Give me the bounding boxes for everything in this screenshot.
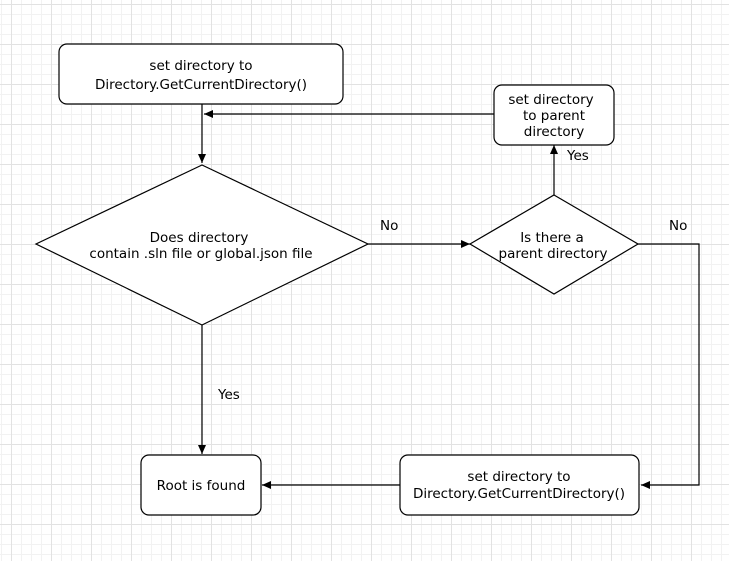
- set-current-node: [399, 454, 640, 516]
- decision-sln-line1: Does directory: [150, 230, 249, 246]
- set-parent-line2: to parent: [523, 108, 585, 124]
- set-parent-node: [493, 84, 615, 146]
- edge-label-sln-no: No: [380, 218, 398, 234]
- edge-label-sln-yes: Yes: [217, 387, 240, 403]
- decision-parent-node: [468, 194, 640, 295]
- start-node: [58, 43, 344, 105]
- start-node-line2: Directory.GetCurrentDirectory(): [95, 77, 307, 93]
- start-node-line1: set directory to: [149, 58, 252, 74]
- decision-sln-line2: contain .sln file or global.json file: [89, 246, 312, 262]
- set-parent-line3: directory: [524, 124, 584, 140]
- root-found-node: [140, 454, 262, 516]
- set-current-line2: Directory.GetCurrentDirectory(): [413, 486, 625, 502]
- decision-parent-line2: parent directory: [499, 246, 608, 262]
- decision-parent-line1: Is there a: [520, 230, 584, 246]
- set-parent-line1: set directory: [508, 92, 593, 108]
- decision-sln-node: [34, 164, 370, 326]
- root-found-label: Root is found: [157, 478, 246, 494]
- edge-label-parent-no: No: [669, 218, 687, 234]
- edge-parent-check-no: [638, 243, 700, 489]
- set-current-line1: set directory to: [467, 469, 570, 485]
- edge-label-parent-yes: Yes: [566, 148, 589, 164]
